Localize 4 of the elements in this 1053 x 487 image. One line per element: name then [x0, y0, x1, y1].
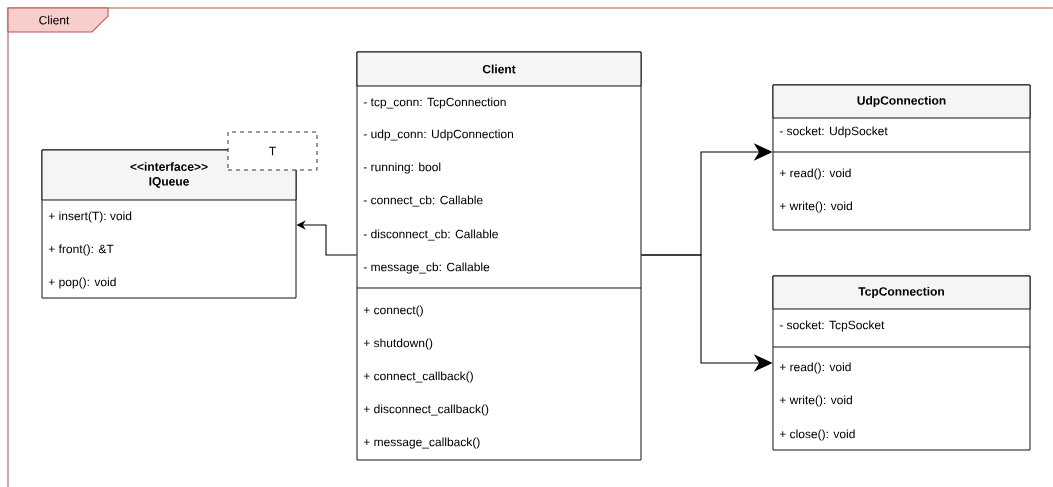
class-box: Client - tcp_conn: TcpConnection - udp_conn: UdpConnection - running: bool - connect_cb: Callable - disconnect_cb: Callable - message_cb: Callable + connect() + shutdown() + connect_callback() + disconnect_callback() + message_callback() [356, 51, 642, 461]
template-parameter-box: T [227, 131, 318, 171]
class-box: TcpConnection - socket: TcpSocket + read(): void + write(): void + close(): void [772, 275, 1031, 451]
class-box: UdpConnection - socket: UdpSocket + read(): void + write(): void [772, 84, 1031, 231]
